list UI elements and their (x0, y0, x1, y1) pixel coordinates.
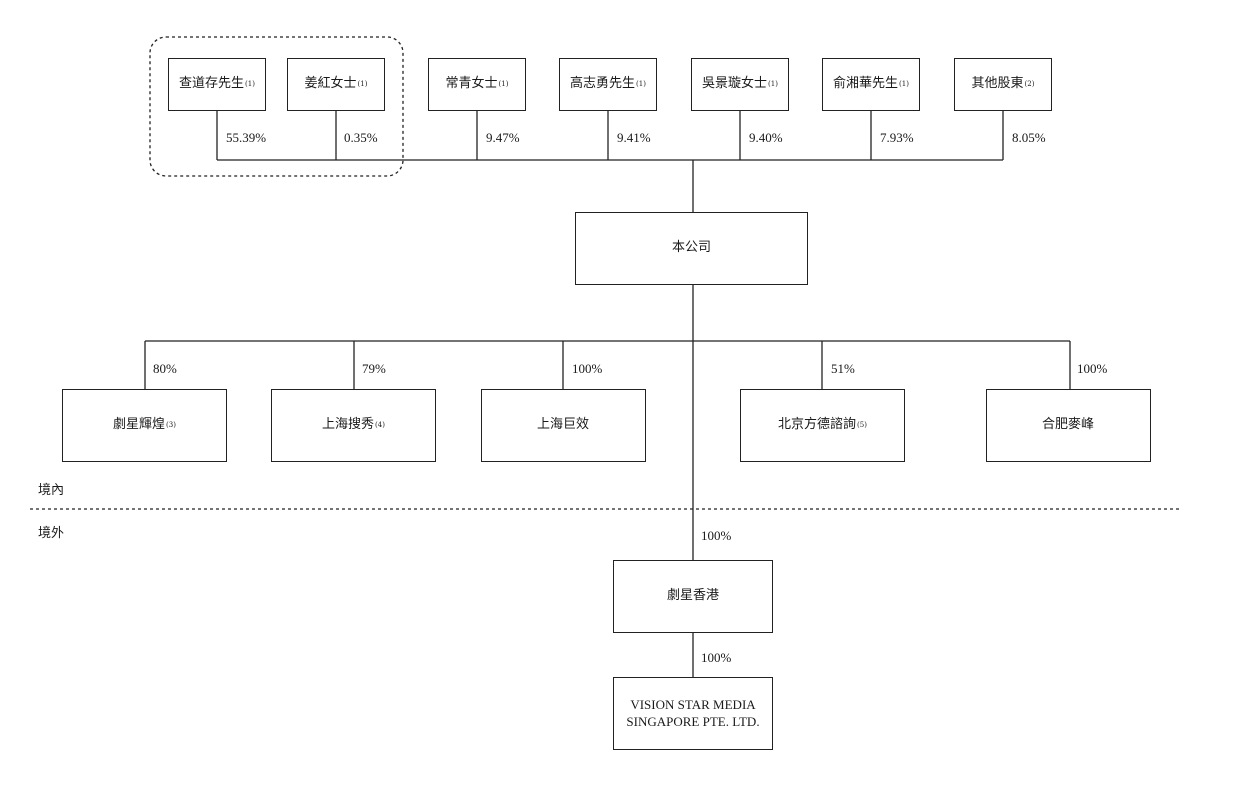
sg-subsidiary-name-line2: SINGAPORE PTE. LTD. (626, 713, 760, 729)
subsidiary-name: 合肥麥峰 (1041, 417, 1094, 433)
shareholder-name: 常青女士 (445, 76, 498, 92)
subsidiary-pct: 51% (831, 361, 855, 376)
subsidiary-box: 上海搜秀(4) (271, 389, 436, 462)
shareholder-name: 吳景璇女士 (702, 76, 768, 92)
shareholding-pct: 9.41% (617, 130, 651, 145)
shareholding-pct: 0.35% (344, 130, 378, 145)
shareholding-pct: 55.39% (226, 130, 267, 145)
shareholder-box: 查道存先生(1) (168, 58, 266, 111)
company-box: 本公司 (575, 212, 808, 285)
shareholding-pct: 9.40% (749, 130, 783, 145)
subsidiary-name: 劇星輝煌 (113, 417, 166, 433)
shareholder-note: (1) (245, 80, 255, 89)
shareholder-note: (1) (357, 80, 368, 89)
subsidiary-note: (5) (857, 421, 867, 430)
shareholder-box: 其他股東(2) (954, 58, 1052, 111)
company-name: 本公司 (671, 240, 711, 256)
shareholder-box: 俞湘華先生(1) (822, 58, 920, 111)
region-label-onshore: 境內 (38, 483, 65, 498)
subsidiary-pct: 79% (362, 361, 386, 376)
subsidiary-box: 上海巨效 (481, 389, 646, 462)
shareholding-pct: 8.05% (1012, 130, 1046, 145)
sg-subsidiary-box: VISION STAR MEDIA SINGAPORE PTE. LTD. (613, 677, 773, 750)
shareholder-note: (1) (498, 80, 509, 89)
hk-subsidiary-box: 劇星香港 (613, 560, 773, 633)
subsidiary-box: 合肥麥峰 (986, 389, 1151, 462)
region-label-offshore: 境外 (38, 526, 65, 541)
subsidiary-box: 北京方德諮詢(5) (740, 389, 905, 462)
shareholder-box: 高志勇先生(1) (559, 58, 657, 111)
shareholder-note: (1) (636, 80, 646, 89)
hk-pct: 100% (701, 528, 732, 543)
shareholder-name: 高志勇先生 (570, 76, 636, 92)
shareholder-note: (2) (1024, 80, 1035, 89)
concert-party-group-outline (149, 36, 404, 177)
subsidiary-pct: 80% (153, 361, 177, 376)
shareholder-name: 查道存先生 (179, 76, 245, 92)
shareholder-note: (1) (768, 80, 778, 89)
subsidiary-note: (4) (375, 421, 385, 430)
shareholder-name: 俞湘華先生 (833, 76, 899, 92)
subsidiary-pct: 100% (572, 361, 603, 376)
shareholder-box: 姜紅女士(1) (287, 58, 385, 111)
subsidiary-box: 劇星輝煌(3) (62, 389, 227, 462)
subsidiary-note: (3) (166, 421, 176, 430)
shareholder-name: 姜紅女士 (304, 76, 357, 92)
subsidiary-name: 北京方德諮詢 (778, 417, 857, 433)
shareholding-pct: 7.93% (880, 130, 914, 145)
sg-pct: 100% (701, 650, 732, 665)
shareholder-box: 常青女士(1) (428, 58, 526, 111)
shareholder-name: 其他股東 (971, 76, 1024, 92)
shareholding-pct: 9.47% (486, 130, 520, 145)
sg-subsidiary-name-line1: VISION STAR MEDIA (630, 696, 756, 712)
shareholder-box: 吳景璇女士(1) (691, 58, 789, 111)
shareholder-note: (1) (899, 80, 909, 89)
subsidiary-name: 上海巨效 (536, 417, 589, 433)
subsidiary-pct: 100% (1077, 361, 1108, 376)
subsidiary-name: 上海搜秀 (322, 417, 375, 433)
hk-subsidiary-name: 劇星香港 (666, 588, 719, 604)
